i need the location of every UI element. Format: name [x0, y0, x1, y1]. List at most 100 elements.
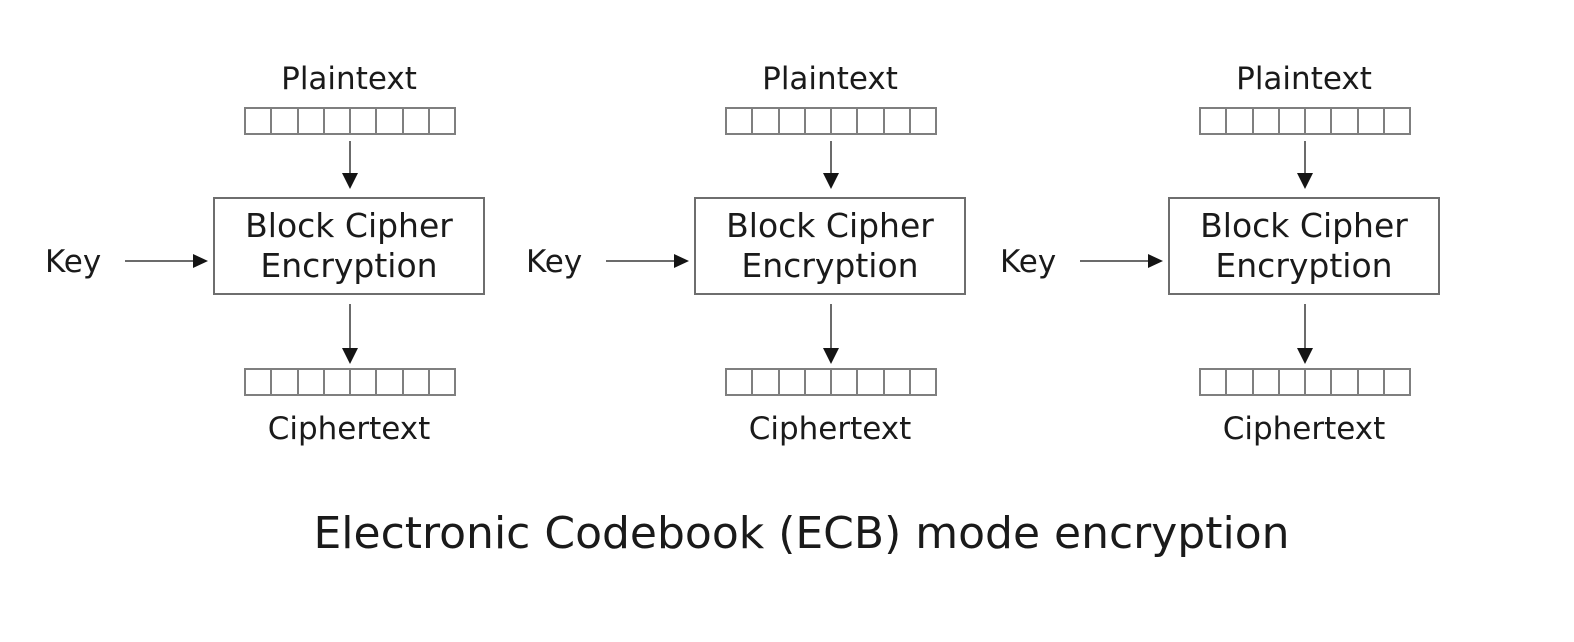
bit-cell	[911, 370, 935, 394]
bit-cell	[1227, 370, 1254, 394]
arrow-head-icon	[674, 254, 689, 268]
bit-cell	[753, 370, 780, 394]
bit-cell	[246, 109, 273, 133]
plaintext-label: Plaintext	[1236, 61, 1372, 97]
bit-cell	[325, 109, 351, 133]
bit-cell	[272, 370, 299, 394]
arrow-head-icon	[342, 348, 358, 364]
key-label: Key	[45, 244, 102, 280]
arrow-stem	[125, 260, 193, 262]
encryption-unit-3: Plaintext Key Block Cipher Encryption Ci…	[1000, 0, 1440, 460]
bit-cell	[1254, 109, 1280, 133]
block-cipher-encryption-box: Block Cipher Encryption	[694, 197, 966, 295]
bit-cell	[351, 370, 378, 394]
box-label-line1: Block Cipher	[726, 205, 934, 245]
bit-cell	[911, 109, 935, 133]
arrow-down-cipher-to-ciphertext	[1297, 304, 1313, 364]
arrow-head-icon	[823, 173, 839, 189]
bit-cell	[272, 109, 299, 133]
ciphertext-block	[244, 368, 456, 396]
arrow-head-icon	[193, 254, 208, 268]
bit-cell	[1201, 370, 1228, 394]
bit-cell	[727, 109, 754, 133]
key-label: Key	[526, 244, 583, 280]
plaintext-label: Plaintext	[762, 61, 898, 97]
box-label-line2: Encryption	[1215, 246, 1393, 285]
bit-cell	[404, 370, 430, 394]
bit-cell	[377, 370, 404, 394]
box-label-line1: Block Cipher	[245, 205, 453, 245]
bit-cell	[832, 370, 859, 394]
arrow-stem	[606, 260, 674, 262]
bit-cell	[1227, 109, 1254, 133]
arrow-down-cipher-to-ciphertext	[342, 304, 358, 364]
ciphertext-block	[725, 368, 937, 396]
arrow-stem	[830, 304, 832, 348]
bit-cell	[858, 370, 885, 394]
plaintext-block	[244, 107, 456, 135]
bit-cell	[1280, 109, 1306, 133]
arrow-key-to-cipher	[606, 254, 689, 268]
bit-cell	[1306, 370, 1333, 394]
bit-cell	[430, 109, 454, 133]
bit-cell	[1254, 370, 1280, 394]
arrow-down-cipher-to-ciphertext	[823, 304, 839, 364]
bit-cell	[1385, 370, 1409, 394]
bit-cell	[299, 370, 325, 394]
bit-cell	[885, 370, 911, 394]
box-label-line2: Encryption	[260, 246, 438, 285]
arrow-stem	[349, 141, 351, 173]
bit-cell	[1332, 109, 1359, 133]
bit-cell	[780, 109, 806, 133]
bit-cell	[1332, 370, 1359, 394]
arrow-stem	[1304, 141, 1306, 173]
arrow-head-icon	[823, 348, 839, 364]
bit-cell	[246, 370, 273, 394]
plaintext-block	[725, 107, 937, 135]
bit-cell	[1385, 109, 1409, 133]
bit-cell	[404, 109, 430, 133]
encryption-unit-1: Plaintext Key Block Cipher Encryption Ci…	[45, 0, 485, 460]
arrow-stem	[830, 141, 832, 173]
arrow-down-plaintext-to-cipher	[1297, 141, 1313, 189]
arrow-head-icon	[1297, 173, 1313, 189]
encryption-unit-2: Plaintext Key Block Cipher Encryption Ci…	[526, 0, 966, 460]
arrow-head-icon	[1148, 254, 1163, 268]
block-cipher-encryption-box: Block Cipher Encryption	[1168, 197, 1440, 295]
bit-cell	[806, 370, 832, 394]
bit-cell	[351, 109, 378, 133]
block-cipher-encryption-box: Block Cipher Encryption	[213, 197, 485, 295]
arrow-down-plaintext-to-cipher	[823, 141, 839, 189]
box-label-line1: Block Cipher	[1200, 205, 1408, 245]
diagram-caption: Electronic Codebook (ECB) mode encryptio…	[313, 508, 1290, 559]
bit-cell	[299, 109, 325, 133]
arrow-key-to-cipher	[125, 254, 208, 268]
arrow-head-icon	[1297, 348, 1313, 364]
arrow-down-plaintext-to-cipher	[342, 141, 358, 189]
bit-cell	[727, 370, 754, 394]
arrow-stem	[1080, 260, 1148, 262]
bit-cell	[806, 109, 832, 133]
bit-cell	[325, 370, 351, 394]
bit-cell	[1306, 109, 1333, 133]
bit-cell	[377, 109, 404, 133]
arrow-stem	[1304, 304, 1306, 348]
bit-cell	[1359, 109, 1385, 133]
bit-cell	[1280, 370, 1306, 394]
bit-cell	[753, 109, 780, 133]
ciphertext-label: Ciphertext	[267, 411, 431, 447]
ciphertext-label: Ciphertext	[1222, 411, 1386, 447]
bit-cell	[780, 370, 806, 394]
plaintext-block	[1199, 107, 1411, 135]
box-label-line2: Encryption	[741, 246, 919, 285]
bit-cell	[885, 109, 911, 133]
bit-cell	[858, 109, 885, 133]
bit-cell	[430, 370, 454, 394]
bit-cell	[1201, 109, 1228, 133]
plaintext-label: Plaintext	[281, 61, 417, 97]
key-label: Key	[1000, 244, 1057, 280]
arrow-head-icon	[342, 173, 358, 189]
bit-cell	[1359, 370, 1385, 394]
ciphertext-label: Ciphertext	[748, 411, 912, 447]
